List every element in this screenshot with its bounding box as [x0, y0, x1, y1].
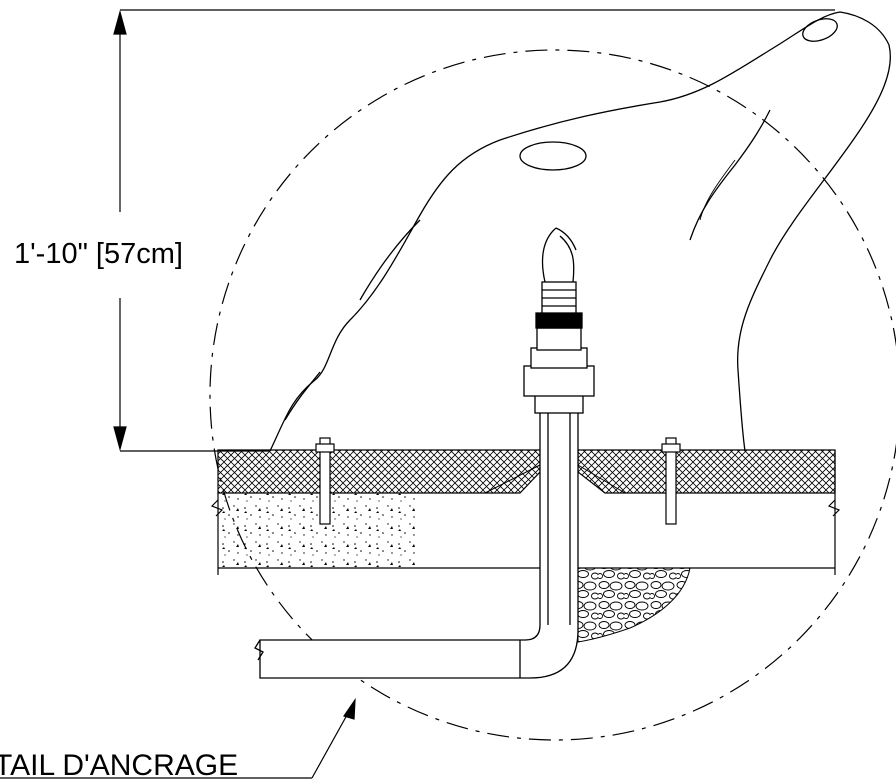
pipe-fittings [523, 281, 595, 414]
anchor-bolt-right [661, 437, 681, 525]
callout-leader [0, 697, 356, 779]
anchor-bolt-left [315, 437, 335, 525]
dimension-label: 1'-10" [57cm] [14, 238, 183, 270]
slab-body [210, 450, 841, 575]
slab-top-layer [217, 449, 836, 494]
dimension-arrow-top [113, 9, 127, 35]
gravel-fill [577, 567, 691, 643]
flex-hose [541, 227, 577, 283]
supply-pipe [254, 394, 579, 679]
fixture-outline [269, 11, 891, 452]
callout-label: TAIL D'ANCRAGE [0, 749, 238, 782]
detail-circle [209, 49, 896, 741]
dimension-arrow-bottom [113, 426, 127, 452]
